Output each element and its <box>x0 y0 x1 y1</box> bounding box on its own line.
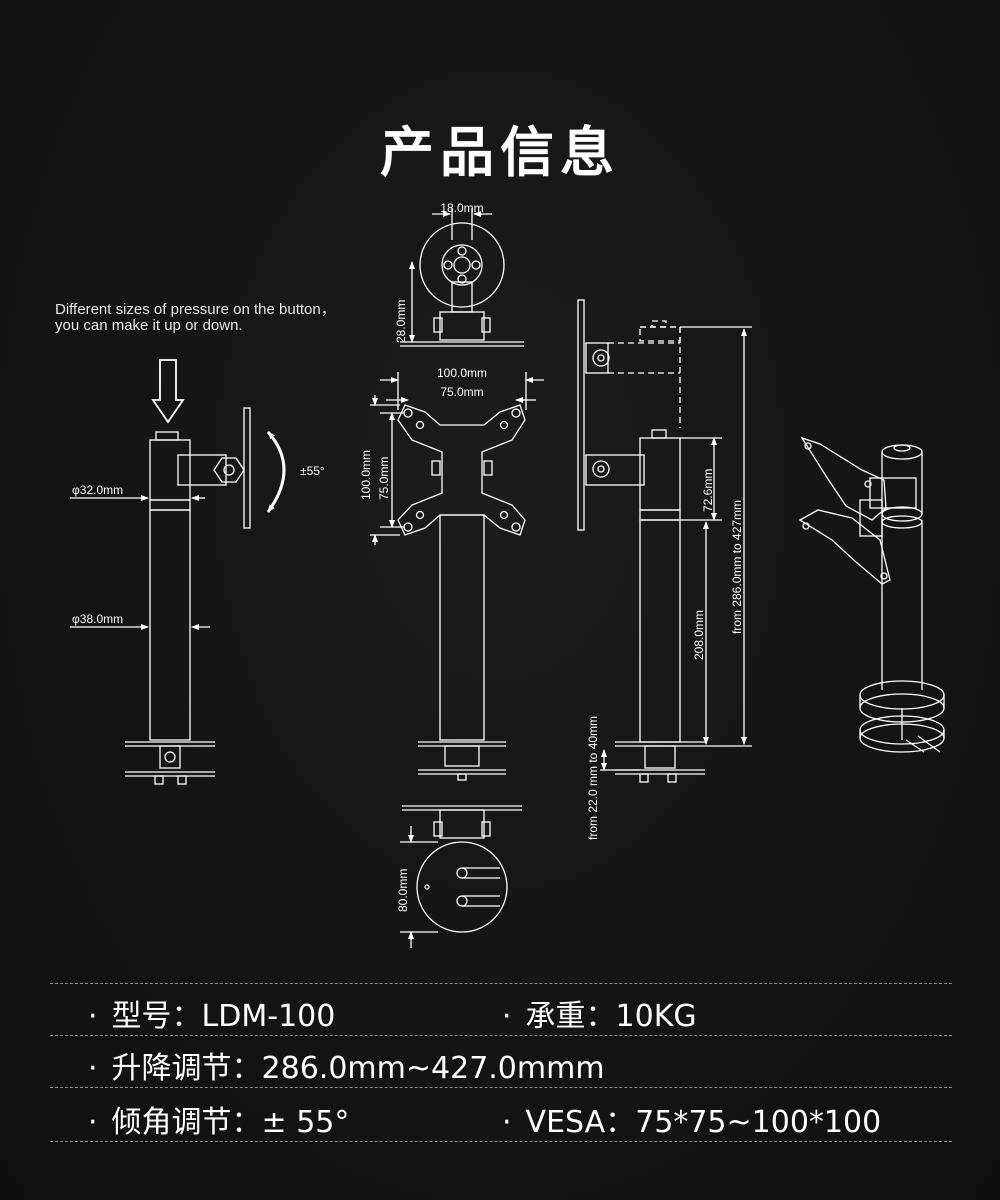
dim-pole-dia: φ38.0mm <box>72 612 123 626</box>
front-view-center <box>370 372 544 781</box>
page-title: 产品信息 <box>380 121 620 184</box>
spec-model: ·型号：LDM-100 <box>88 999 336 1034</box>
spec-tilt-adjust-value: ± 55° <box>261 1105 350 1140</box>
spec-vesa: ·VESA：75*75~100*100 <box>502 1105 882 1140</box>
base-bottom-view <box>400 805 522 948</box>
dim-clamp-depth: 28.0mm <box>394 300 408 343</box>
dim-vesa-outer-w: 100.0mm <box>437 366 487 380</box>
spec-load: ·承重：10KG <box>502 999 697 1034</box>
spec-load-value: 10KG <box>615 999 697 1034</box>
spec-height-adjust-value: 286.0mm~427.0mmm <box>261 1051 605 1086</box>
spec-load-label: 承重： <box>525 999 616 1034</box>
dim-head-height: 72.6mm <box>701 469 715 512</box>
spec-tilt-adjust: ·倾角调节：± 55° <box>88 1105 350 1140</box>
dim-pole-height: 208.0mm <box>692 610 706 660</box>
technical-drawing: 18.0mm 28.0mm 100.0mm 75.0mm 100.0mm 75.… <box>70 201 945 948</box>
dim-vesa-inner-w: 75.0mm <box>440 385 483 399</box>
spec-vesa-value: 75*75~100*100 <box>635 1105 882 1140</box>
spec-height-adjust: ·升降调节：286.0mm~427.0mmm <box>88 1051 605 1086</box>
clamp-top-view <box>400 208 524 347</box>
spec-row-3: ·倾角调节：± 55° ·VESA：75*75~100*100 <box>50 1089 952 1142</box>
spec-model-value: LDM-100 <box>201 999 336 1034</box>
pressure-note-line2: you can make it up or down. <box>55 317 243 334</box>
dim-tilt: ±55° <box>300 464 325 478</box>
dim-vesa-outer-h: 100.0mm <box>359 450 373 500</box>
dim-bolt-spacing: 18.0mm <box>440 201 483 215</box>
spec-row-1: ·型号：LDM-100 ·承重：10KG <box>50 983 952 1036</box>
spec-vesa-label: VESA： <box>525 1105 636 1140</box>
dim-base-dia: 80.0mm <box>396 869 410 912</box>
spec-height-adjust-label: 升降调节： <box>111 1051 262 1086</box>
dim-total-height: from 286.0mm to 427mm <box>730 500 744 634</box>
dim-head-dia: φ32.0mm <box>72 483 123 497</box>
pressure-note-line1: Different sizes of pressure on the butto… <box>55 301 336 318</box>
spec-tilt-adjust-label: 倾角调节： <box>111 1105 262 1140</box>
isometric-view <box>798 436 945 753</box>
dim-vesa-inner-h: 75.0mm <box>377 457 391 500</box>
side-view-left <box>70 359 286 785</box>
spec-model-label: 型号： <box>111 999 202 1034</box>
spec-divider-top <box>50 983 952 984</box>
dim-desk-thickness: from 22.0 mm to 40mm <box>586 716 600 840</box>
side-view-right <box>577 299 752 783</box>
spec-row-2: ·升降调节：286.0mm~427.0mmm <box>50 1035 952 1088</box>
